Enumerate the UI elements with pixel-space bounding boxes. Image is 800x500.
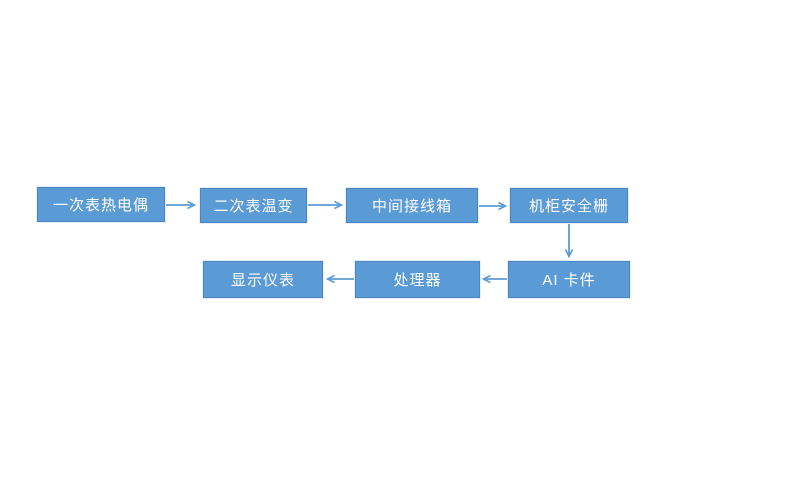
node-processor[interactable]: 处理器 (355, 261, 480, 298)
node-label: 中间接线箱 (371, 198, 452, 215)
node-ai-card[interactable]: AI 卡件 (508, 261, 630, 298)
node-label: AI 卡件 (542, 272, 596, 289)
node-label: 二次表温变 (213, 198, 294, 215)
node-label: 机柜安全栅 (528, 198, 609, 215)
node-primary-thermocouple[interactable]: 一次表热电偶 (37, 187, 165, 222)
node-display-instrument[interactable]: 显示仪表 (203, 261, 323, 298)
node-label: 显示仪表 (230, 272, 295, 289)
node-label: 一次表热电偶 (52, 197, 149, 214)
node-junction-box[interactable]: 中间接线箱 (346, 188, 478, 223)
node-label: 处理器 (393, 272, 442, 289)
node-secondary-transmitter[interactable]: 二次表温变 (200, 188, 307, 223)
node-safety-barrier[interactable]: 机柜安全栅 (510, 188, 628, 223)
